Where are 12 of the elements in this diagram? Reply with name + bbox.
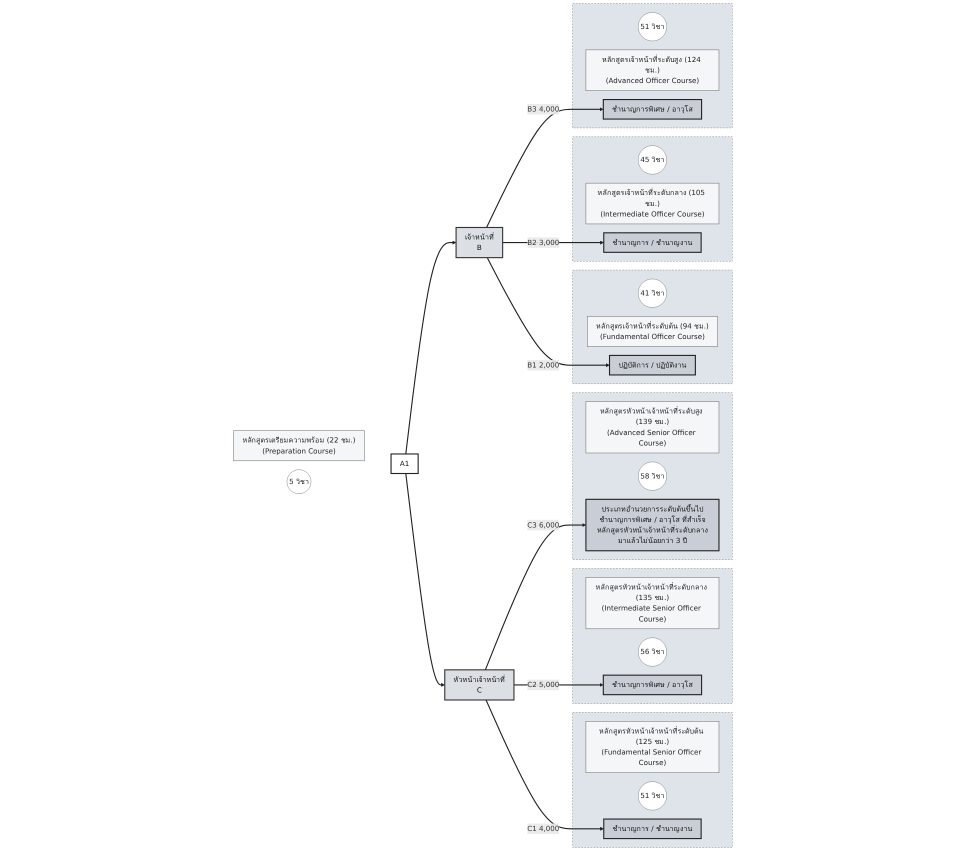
- cluster: [572, 568, 733, 704]
- arrow: [484, 523, 586, 670]
- cluster: [572, 392, 733, 560]
- cluster: [572, 3, 733, 128]
- cluster: [572, 270, 733, 384]
- arrow: [405, 240, 456, 454]
- arrow: [486, 107, 604, 228]
- cluster: [572, 136, 733, 262]
- arrow: [486, 700, 604, 831]
- arrow: [486, 257, 610, 368]
- arrow: [405, 473, 446, 687]
- cluster: [572, 712, 733, 848]
